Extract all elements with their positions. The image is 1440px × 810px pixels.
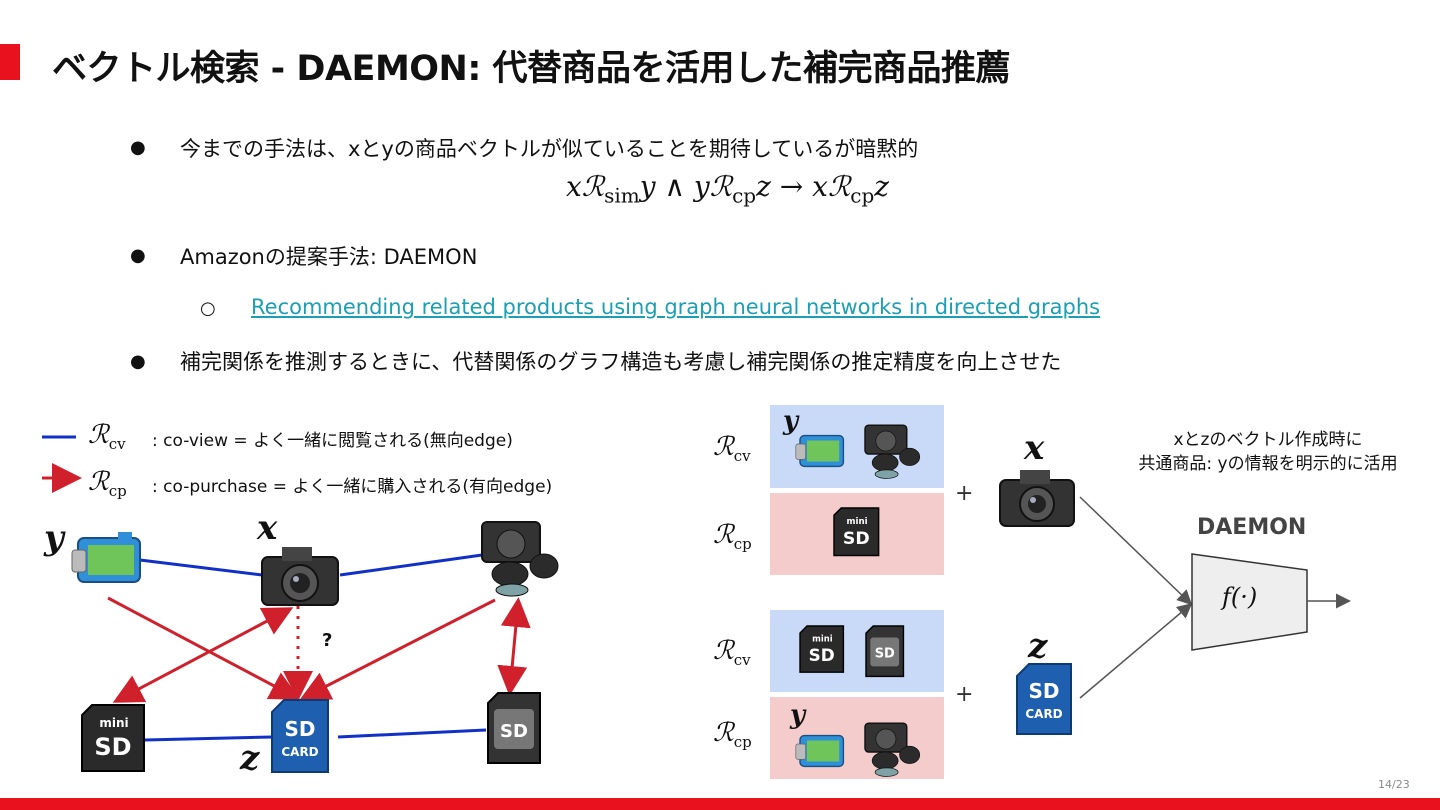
edge-cp-x-mini (112, 607, 294, 703)
legend-cv-symbol: ℛcv (88, 420, 126, 454)
bullet-dot: ● (130, 245, 146, 266)
sd-card-gray-icon: SD (487, 692, 541, 764)
camera-icon (999, 470, 1075, 527)
footer-accent-bar (0, 798, 1440, 810)
label-r-cp-bottom: ℛcp (713, 718, 752, 752)
arrow-z-to-daemon (1079, 603, 1193, 699)
camera-lens-set-icon (864, 722, 921, 777)
graph-var-z: z (240, 738, 260, 778)
edge-cp-y-z (107, 596, 301, 700)
right-var-y-bottom: y (790, 700, 806, 730)
daemon-diagram: mini SD mini SD SD SD CARD (795, 424, 1351, 777)
right-var-y-top: y (783, 406, 799, 436)
bullet-2: Amazonの提案手法: DAEMON (180, 245, 478, 269)
graph-var-y: y (44, 518, 64, 558)
svg-text:CARD: CARD (1025, 707, 1062, 721)
product-graph: mini SD SD CARD SD (71, 521, 559, 773)
svg-text:mini: mini (99, 716, 128, 730)
svg-text:SD: SD (1028, 679, 1059, 703)
svg-text:CARD: CARD (281, 745, 318, 759)
graph-var-x: x (257, 508, 278, 548)
bullet-3: 補完関係を推測するときに、代替関係のグラフ構造も考慮し補完関係の推定精度を向上さ… (180, 350, 1062, 374)
sd-card-icon: SD CARD (1016, 663, 1072, 735)
svg-text:SD: SD (843, 529, 870, 549)
bullet-dot: ● (130, 351, 146, 372)
edge-cv-x-lens (339, 553, 483, 577)
daemon-function-label: f(·) (1222, 583, 1258, 611)
formula: xℛsimy ∧ yℛcpz → xℛcpz (566, 170, 890, 208)
sub-bullet-circle: ○ (200, 298, 216, 319)
edge-cv-mini-z (144, 735, 273, 742)
legend-lines (42, 435, 82, 493)
camera-icon (261, 547, 339, 606)
daemon-note: xとzのベクトル作成時に 共通商品: yの情報を明示的に活用 (1108, 428, 1428, 476)
mini-sd-card-icon: mini SD (799, 625, 845, 673)
label-r-cv-bottom: ℛcv (713, 636, 751, 670)
bullet-dot: ● (130, 137, 146, 158)
edge-cp-lens-sd (497, 597, 531, 696)
legend-cv-text: : co-view = よく一緒に閲覧される(無向edge) (152, 431, 513, 451)
panel-bottom-cp (770, 697, 944, 779)
sd-card-icon: SD CARD (271, 699, 329, 773)
paper-link[interactable]: Recommending related products using grap… (251, 295, 1101, 319)
svg-text:mini: mini (812, 633, 833, 643)
sd-card-gray-icon: SD (865, 625, 905, 678)
page-number: 14/23 (1378, 778, 1410, 791)
label-r-cp-top: ℛcp (713, 520, 752, 554)
svg-text:SD: SD (94, 733, 131, 761)
camera-lens-set-icon (864, 424, 921, 479)
edge-cp-lens-z (299, 598, 496, 700)
slide-title: ベクトル検索 - DAEMON: 代替商品を活用した補完商品推薦 (52, 49, 1011, 89)
edge-cv-z-sd (337, 728, 487, 739)
camera-lens-set-icon (481, 521, 559, 597)
plus-sign-bottom: + (955, 682, 974, 707)
svg-text:SD: SD (284, 717, 315, 741)
daemon-function-box (1191, 553, 1308, 651)
edge-cv-y-x (139, 558, 263, 577)
svg-text:SD: SD (809, 645, 835, 665)
right-var-z: z (1028, 626, 1048, 666)
mini-sd-card-icon: mini SD (833, 507, 880, 557)
mini-sd-card-icon: mini SD (81, 704, 145, 772)
arrow-x-to-daemon (1079, 496, 1193, 606)
blue-camera-icon (795, 734, 845, 768)
svg-text:mini: mini (847, 517, 868, 527)
panel-bottom-cv (770, 610, 944, 692)
right-var-x: x (1024, 428, 1045, 468)
daemon-label: DAEMON (1197, 515, 1307, 540)
bullet-1: 今までの手法は、xとyの商品ベクトルが似ていることを期待しているが暗黙的 (180, 137, 919, 161)
blue-camera-icon (71, 532, 141, 583)
svg-text:SD: SD (500, 721, 528, 742)
legend-cp-text: : co-purchase = よく一緒に購入される(有向edge) (152, 477, 553, 497)
legend-cp-symbol: ℛcp (88, 467, 127, 501)
note-line-1: xとzのベクトル作成時に (1173, 430, 1363, 450)
unknown-relation-mark: ? (322, 630, 333, 651)
blue-camera-icon (795, 434, 845, 468)
svg-text:SD: SD (875, 647, 895, 662)
label-r-cv-top: ℛcv (713, 432, 751, 466)
note-line-2: 共通商品: yの情報を明示的に活用 (1138, 454, 1398, 474)
title-accent-bar (0, 44, 20, 80)
plus-sign-top: + (955, 481, 974, 506)
